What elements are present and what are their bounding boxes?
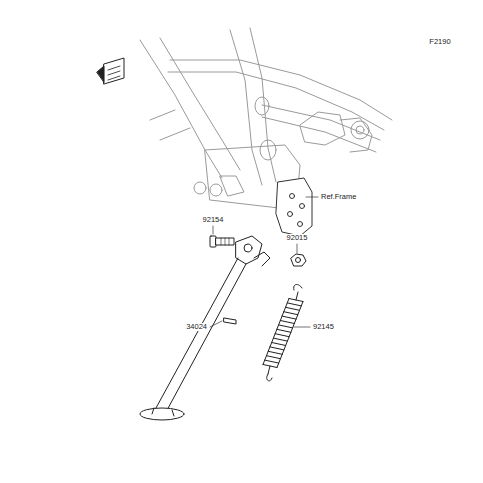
spring-coil (282, 316, 296, 319)
callout-number: 92145 (312, 323, 335, 331)
spring-coil (289, 299, 303, 302)
spring-coil (273, 338, 287, 341)
frame (140, 28, 392, 210)
spring-coil (277, 329, 291, 332)
spring-coil (263, 365, 277, 368)
leader-lines (210, 197, 318, 327)
spring-coil (275, 334, 289, 337)
reference-label: Ref.Frame (320, 193, 357, 201)
spring-coil (287, 303, 301, 306)
spring-coil (284, 312, 298, 315)
spring-coil (272, 343, 286, 346)
pivot-bolt (210, 236, 234, 247)
spring-coil (280, 321, 294, 324)
spring-edge (263, 299, 289, 365)
spring-coil (266, 356, 280, 359)
nut (291, 254, 306, 266)
spring-coil (279, 325, 293, 328)
spring-coil (268, 351, 282, 354)
stand-bracket (276, 178, 312, 236)
front-arrow-icon (97, 58, 124, 84)
side-stand (140, 236, 270, 420)
drawing-code: F2190 (428, 38, 451, 46)
callout-number: 92154 (202, 216, 225, 224)
spring-coil (270, 347, 284, 350)
spring-edge (277, 302, 303, 368)
callout-number: 34024 (185, 323, 208, 331)
callout-number: 92015 (286, 234, 309, 242)
spring-coil (286, 307, 300, 310)
spring-coil (265, 360, 279, 363)
spring (263, 284, 303, 381)
